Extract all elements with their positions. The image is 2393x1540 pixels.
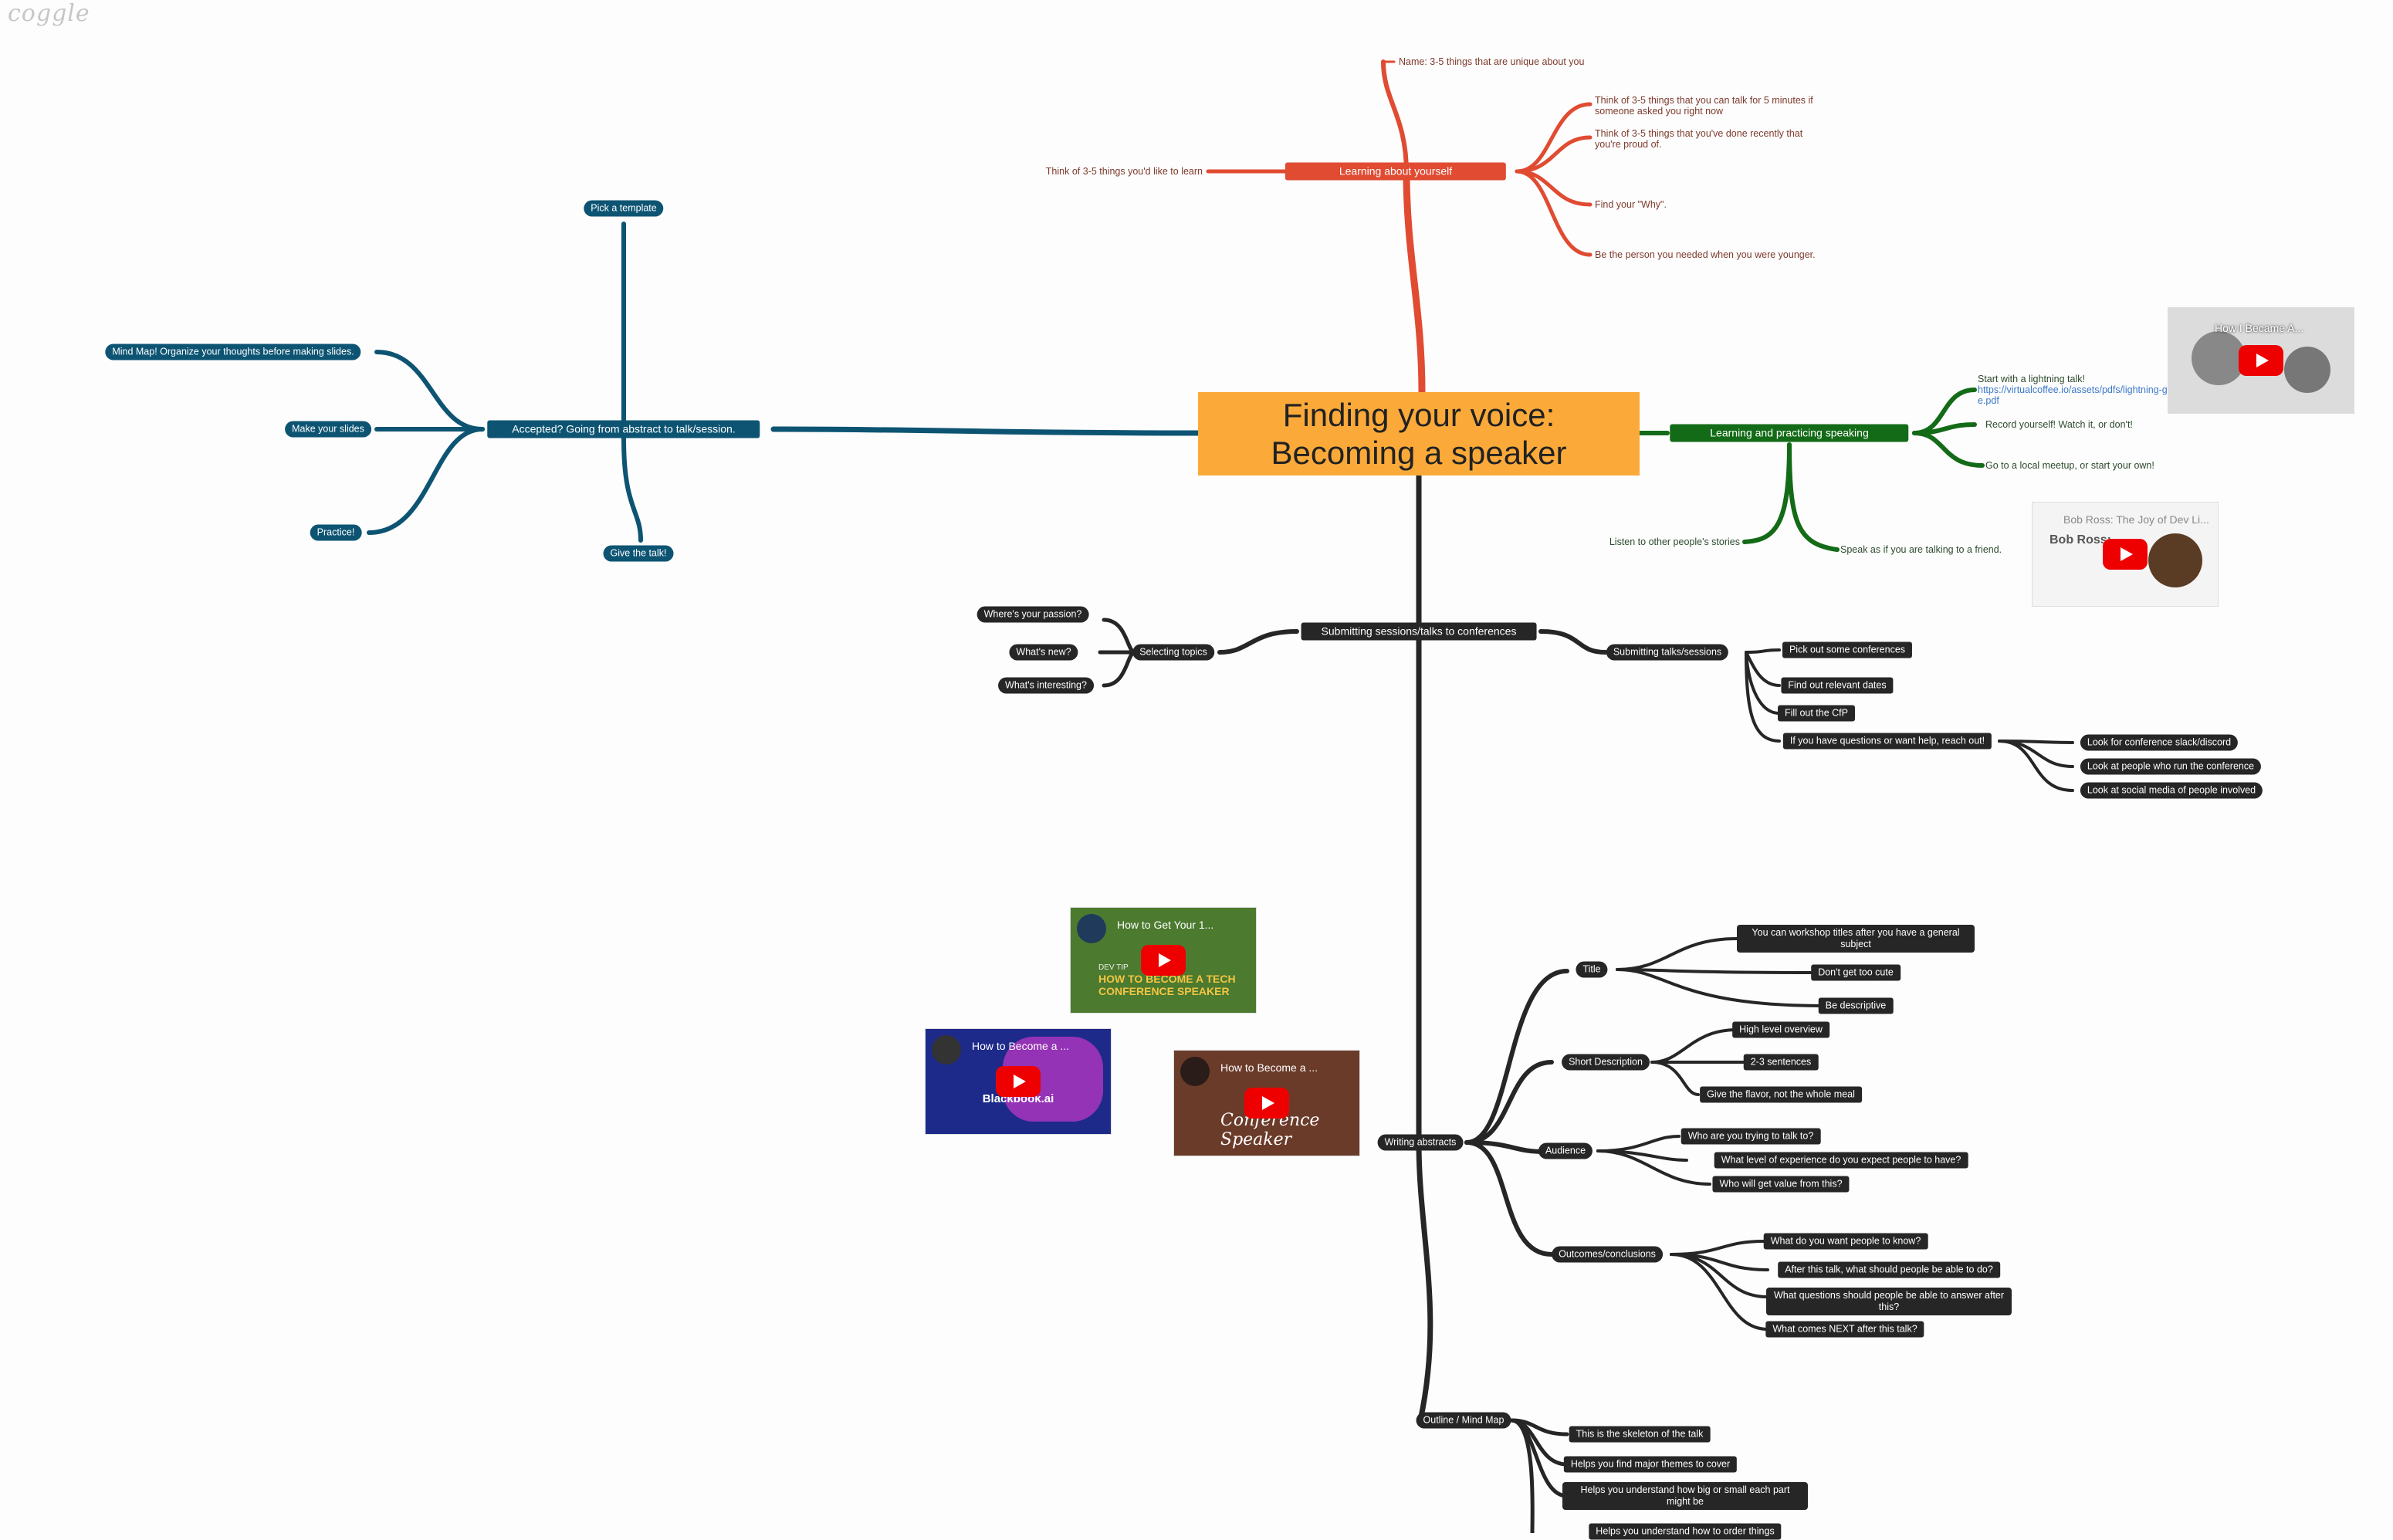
title-descriptive[interactable]: Be descriptive bbox=[1818, 997, 1894, 1014]
outcome-know[interactable]: What do you want people to know? bbox=[1763, 1233, 1928, 1250]
accepted-mind-map[interactable]: Mind Map! Organize your thoughts before … bbox=[105, 344, 361, 360]
accepted-make-slides[interactable]: Make your slides bbox=[285, 421, 371, 438]
learn-item-top[interactable]: Name: 3-5 things that are unique about y… bbox=[1399, 56, 1585, 67]
video-subtitle-line1: HOW TO BECOME A TECH bbox=[1098, 973, 1236, 985]
branch-accepted[interactable]: Accepted? Going from abstract to talk/se… bbox=[487, 420, 760, 438]
video-face-thumbnail bbox=[2284, 347, 2330, 393]
branch-outline-mind-map[interactable]: Outline / Mind Map bbox=[1416, 1412, 1511, 1429]
coggle-logo: coggle bbox=[8, 0, 90, 27]
play-icon[interactable] bbox=[1244, 1088, 1289, 1119]
video-how-i-became[interactable]: How I Became A... bbox=[2168, 307, 2354, 414]
branch-learning-practicing-speaking[interactable]: Learning and practicing speaking bbox=[1670, 424, 1909, 442]
learn-item-4[interactable]: Be the person you needed when you were y… bbox=[1595, 249, 1816, 260]
video-subtitle: HOW TO BECOME A TECH CONFERENCE SPEAKER bbox=[1098, 973, 1236, 997]
play-icon[interactable] bbox=[2103, 539, 2148, 570]
edge-root-trunk bbox=[1416, 472, 1433, 1423]
video-tag: DEV TIP bbox=[1098, 963, 1129, 972]
outline-order[interactable]: Helps you understand how to order things bbox=[1589, 1523, 1782, 1540]
channel-avatar bbox=[1180, 1057, 1210, 1086]
help-slack-discord[interactable]: Look for conference slack/discord bbox=[2080, 734, 2239, 751]
learn-item-left[interactable]: Think of 3-5 things you'd like to learn bbox=[1045, 166, 1203, 177]
title-not-cute[interactable]: Don't get too cute bbox=[1811, 964, 1901, 981]
video-title: How to Become a ... bbox=[972, 1040, 1070, 1052]
learn-item-2[interactable]: Think of 3-5 things that you've done rec… bbox=[1595, 128, 1803, 150]
learn-item-1[interactable]: Think of 3-5 things that you can talk fo… bbox=[1595, 95, 1813, 117]
video-face-thumbnail bbox=[2192, 331, 2246, 385]
channel-avatar bbox=[932, 1035, 961, 1064]
video-subtitle: Conference Speaker bbox=[1220, 1111, 1320, 1149]
edge-root-learning-yourself bbox=[1403, 169, 1426, 396]
help-social-media[interactable]: Look at social media of people involved bbox=[2080, 782, 2263, 799]
play-icon[interactable] bbox=[996, 1066, 1041, 1097]
submit-talks-sessions[interactable]: Submitting talks/sessions bbox=[1606, 644, 1729, 661]
outcome-do[interactable]: After this talk, what should people be a… bbox=[1778, 1261, 2000, 1278]
root-title-line1: Finding your voice: bbox=[1282, 397, 1555, 433]
step-fill-cfp[interactable]: Fill out the CfP bbox=[1778, 705, 1855, 722]
channel-avatar bbox=[1077, 914, 1106, 943]
speak-item-lightning[interactable]: Start with a lightning talk! https://vir… bbox=[1978, 374, 2186, 406]
video-name: Bob Ross: bbox=[2049, 533, 2111, 547]
short-flavor[interactable]: Give the flavor, not the whole meal bbox=[1700, 1086, 1862, 1103]
lightning-text: Start with a lightning talk! bbox=[1978, 374, 2085, 384]
topic-passion[interactable]: Where's your passion? bbox=[976, 606, 1089, 623]
branch-learning-about-yourself[interactable]: Learning about yourself bbox=[1285, 162, 1507, 181]
video-subtitle-line2: CONFERENCE SPEAKER bbox=[1098, 985, 1230, 997]
audience-experience[interactable]: What level of experience do you expect p… bbox=[1714, 1152, 1968, 1169]
help-people-run[interactable]: Look at people who run the conference bbox=[2080, 758, 2262, 775]
abstract-short-description[interactable]: Short Description bbox=[1562, 1054, 1650, 1071]
outline-skeleton[interactable]: This is the skeleton of the talk bbox=[1569, 1426, 1711, 1443]
topic-new[interactable]: What's new? bbox=[1009, 644, 1078, 661]
edge-root-accepted bbox=[770, 426, 1201, 436]
short-sentences[interactable]: 2-3 sentences bbox=[1743, 1054, 1819, 1071]
step-reach-out[interactable]: If you have questions or want help, reac… bbox=[1782, 733, 1992, 750]
outcome-next[interactable]: What comes NEXT after this talk? bbox=[1765, 1321, 1924, 1338]
video-tech-conference-speaker[interactable]: How to Get Your 1... DEV TIP HOW TO BECO… bbox=[1070, 907, 1257, 1014]
play-icon[interactable] bbox=[1141, 945, 1186, 976]
abstract-audience[interactable]: Audience bbox=[1538, 1142, 1593, 1159]
play-icon[interactable] bbox=[2239, 345, 2283, 376]
step-pick-conferences[interactable]: Pick out some conferences bbox=[1782, 641, 1913, 658]
short-overview[interactable]: High level overview bbox=[1732, 1021, 1829, 1038]
outline-themes[interactable]: Helps you find major themes to cover bbox=[1563, 1456, 1738, 1473]
video-title: How to Get Your 1... bbox=[1117, 919, 1214, 931]
video-face-thumbnail bbox=[2148, 533, 2202, 587]
audience-value[interactable]: Who will get value from this? bbox=[1712, 1176, 1850, 1193]
branch-submitting[interactable]: Submitting sessions/talks to conferences bbox=[1301, 622, 1537, 641]
outline-size[interactable]: Helps you understand how big or small ea… bbox=[1562, 1482, 1808, 1510]
abstract-title[interactable]: Title bbox=[1576, 961, 1608, 978]
branch-writing-abstracts[interactable]: Writing abstracts bbox=[1377, 1134, 1464, 1151]
submit-selecting-topics[interactable]: Selecting topics bbox=[1132, 644, 1214, 661]
speak-item-record[interactable]: Record yourself! Watch it, or don't! bbox=[1985, 419, 2133, 430]
speak-item-friend[interactable]: Speak as if you are talking to a friend. bbox=[1840, 544, 2002, 555]
topic-interesting[interactable]: What's interesting? bbox=[998, 677, 1094, 694]
audience-who[interactable]: Who are you trying to talk to? bbox=[1681, 1128, 1821, 1145]
learn-item-3[interactable]: Find your "Why". bbox=[1595, 199, 1667, 210]
video-title: Bob Ross: The Joy of Dev Li... bbox=[2063, 513, 2209, 526]
accepted-practice[interactable]: Practice! bbox=[310, 524, 362, 541]
root-title-line2: Becoming a speaker bbox=[1271, 435, 1567, 471]
speak-item-listen[interactable]: Listen to other people's stories bbox=[1609, 536, 1740, 547]
video-bob-ross[interactable]: Bob Ross: The Joy of Dev Li... Bob Ross: bbox=[2032, 502, 2219, 607]
lightning-link[interactable]: https://virtualcoffee.io/assets/pdfs/lig… bbox=[1978, 384, 2181, 406]
accepted-pick-template[interactable]: Pick a template bbox=[584, 200, 664, 217]
video-title: How I Became A... bbox=[2215, 322, 2304, 334]
root-topic[interactable]: Finding your voice: Becoming a speaker bbox=[1198, 392, 1640, 476]
outcome-questions[interactable]: What questions should people be able to … bbox=[1766, 1288, 2012, 1315]
accepted-give-talk[interactable]: Give the talk! bbox=[603, 545, 674, 562]
video-title: How to Become a ... bbox=[1220, 1061, 1318, 1074]
speak-item-meetup[interactable]: Go to a local meetup, or start your own! bbox=[1985, 460, 2154, 471]
title-workshop[interactable]: You can workshop titles after you have a… bbox=[1737, 925, 1975, 953]
video-blackbook-ai[interactable]: How to Become a ... Blackbook.ai bbox=[925, 1028, 1112, 1135]
step-find-dates[interactable]: Find out relevant dates bbox=[1781, 677, 1894, 694]
abstract-outcomes[interactable]: Outcomes/conclusions bbox=[1552, 1246, 1663, 1263]
video-conference-speaker[interactable]: How to Become a ... Conference Speaker bbox=[1173, 1050, 1360, 1156]
